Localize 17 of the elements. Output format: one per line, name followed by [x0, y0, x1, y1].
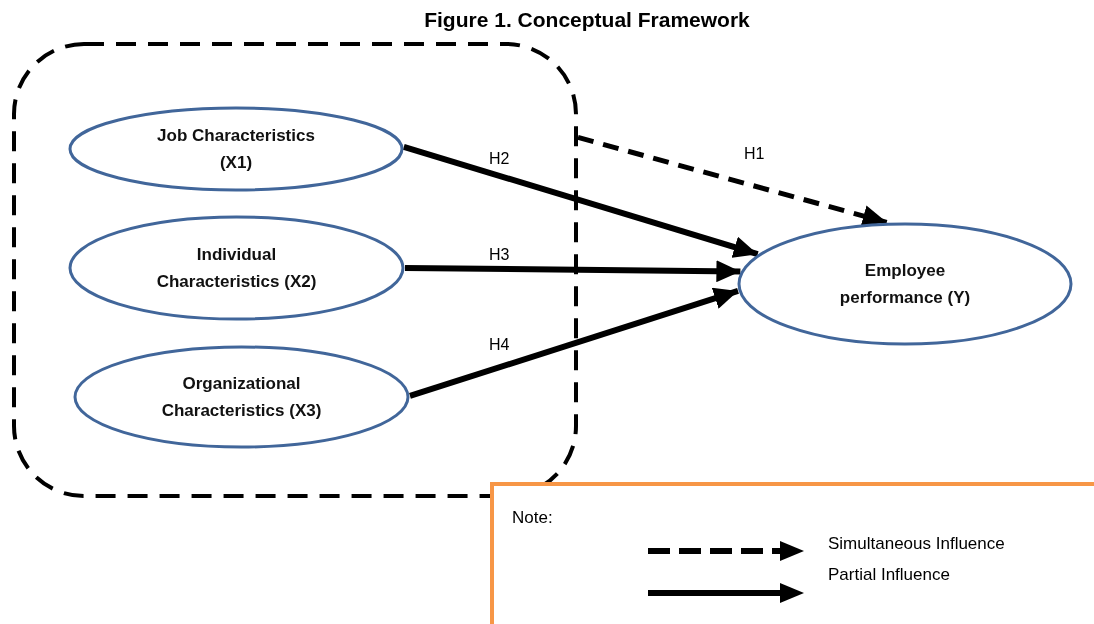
- arrow: [402, 143, 759, 258]
- variable-ellipse: [68, 106, 404, 192]
- variable-ellipse: [73, 345, 410, 449]
- legend-text: Simultaneous Influence: [828, 534, 1005, 554]
- variable-name: Job Characteristics (X1): [156, 124, 316, 174]
- arrow: [409, 287, 739, 399]
- note-label: Note:: [512, 508, 553, 528]
- dashed-arrow: [577, 135, 888, 227]
- dashed-group-frame: [12, 42, 578, 498]
- variable-ellipse: [68, 215, 405, 321]
- variable-name: Organizational Characteristics (X3): [160, 372, 323, 422]
- variable-name: Individual Characteristics (X2): [155, 243, 318, 293]
- variable-name: Employee performance (Y): [838, 259, 972, 309]
- legend-text: Partial Influence: [828, 565, 950, 585]
- variable-ellipse: [737, 222, 1073, 346]
- figure-title: Figure 1. Conceptual Framework: [423, 8, 750, 31]
- arrow: [404, 260, 741, 283]
